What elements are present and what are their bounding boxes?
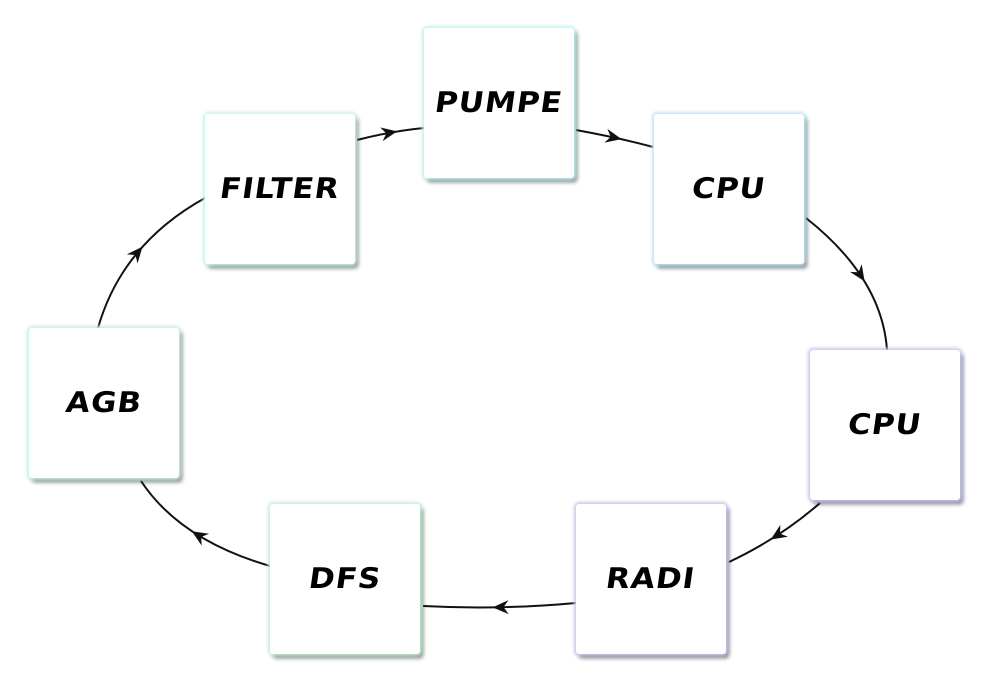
node-label-cpu-2: CPU (845, 408, 925, 442)
node-label-cpu-1: CPU (689, 172, 769, 206)
node-label-filter: FILTER (217, 172, 343, 206)
node-label-pumpe: PUMPE (432, 86, 566, 120)
node-pumpe[interactable]: PUMPE (424, 28, 574, 178)
arrowhead-pumpe-cpu1 (604, 128, 622, 143)
node-cpu-2[interactable]: CPU (810, 350, 960, 500)
arrowhead-radi-dfs (492, 600, 509, 615)
arrowhead-filter-pumpe (380, 127, 398, 142)
node-label-dfs: DFS (306, 562, 384, 596)
edge-dfs-agb (140, 480, 271, 567)
node-radi[interactable]: RADI (576, 504, 726, 654)
arrowhead-cpu1-cpu2 (849, 264, 865, 282)
node-dfs[interactable]: DFS (270, 504, 420, 654)
node-cpu-1[interactable]: CPU (654, 114, 804, 264)
arrowhead-agb-filter (126, 246, 143, 264)
arrowhead-dfs-agb (191, 531, 210, 546)
edge-cpu1-cpu2 (805, 217, 888, 351)
arrowhead-cpu2-radi (770, 524, 788, 540)
node-label-agb: AGB (63, 386, 145, 420)
node-filter[interactable]: FILTER (205, 114, 355, 264)
node-label-radi: RADI (604, 562, 698, 596)
node-agb[interactable]: AGB (29, 328, 179, 478)
edge-cpu2-radi (728, 502, 821, 563)
edge-agb-filter (97, 197, 206, 329)
